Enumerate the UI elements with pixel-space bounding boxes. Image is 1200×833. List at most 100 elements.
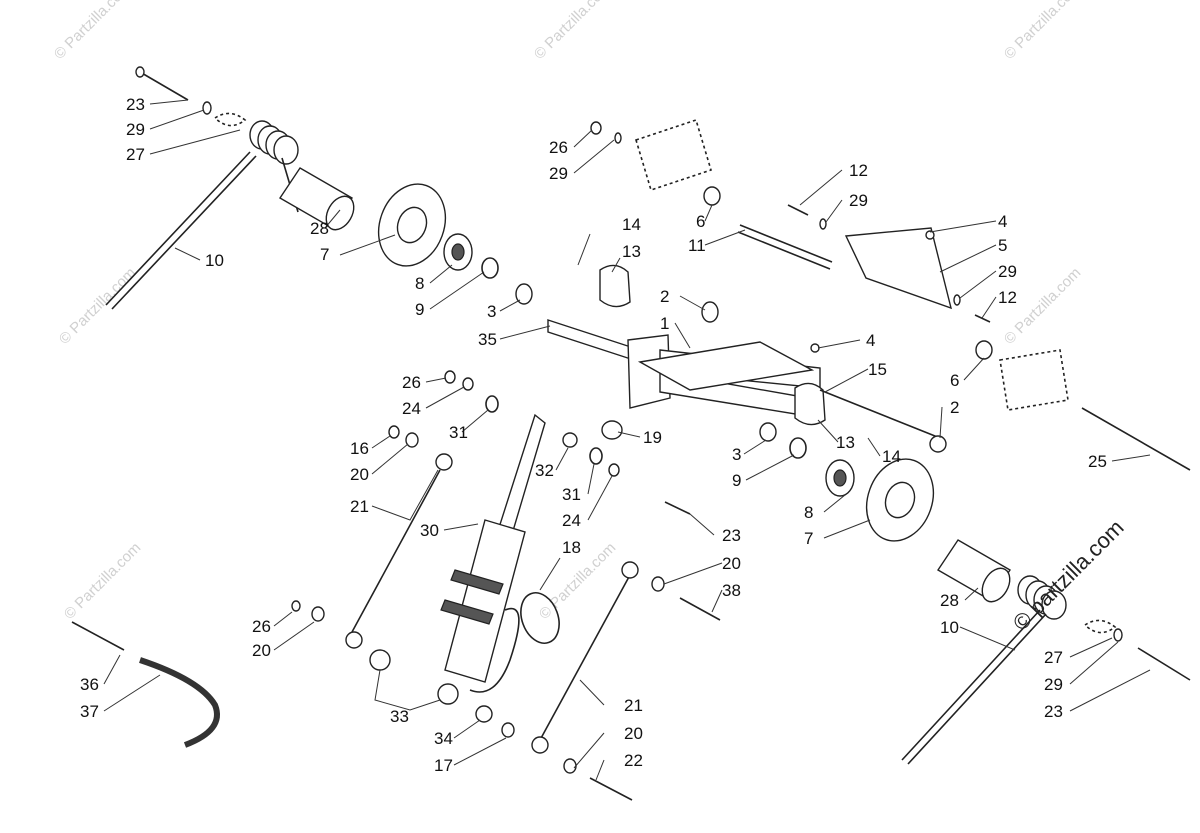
idler-wheel-7-right [865, 458, 935, 542]
hose-37 [139, 657, 220, 748]
callout-label: 6 [696, 212, 705, 231]
callout-label: 34 [434, 729, 453, 748]
shock-band-1 [450, 569, 504, 595]
upper-right-assembly [590, 118, 1191, 471]
callout-label: 23 [126, 95, 145, 114]
callout-label: 31 [449, 423, 468, 442]
shaft-11 [739, 224, 833, 263]
callout-label: 36 [80, 675, 99, 694]
callout-label: 8 [804, 503, 813, 522]
snap-ring-9-right [789, 437, 807, 459]
callout-label: 37 [80, 702, 99, 721]
callout-label: 31 [562, 485, 581, 504]
callout-label: 7 [804, 529, 813, 548]
stopper-13-right [794, 382, 826, 426]
bushing-2-right [929, 435, 947, 453]
shock-band-2 [440, 599, 494, 625]
watermark: © Partzilla.com [51, 0, 134, 63]
bushing-21-right-top [621, 561, 639, 579]
callout-label: 21 [624, 696, 643, 715]
cap-20-left [311, 606, 325, 622]
bolt-23-left [139, 71, 189, 101]
bushing-3-right [759, 422, 777, 442]
link-rod-21-right [539, 574, 631, 741]
shaft-11-edge [737, 231, 831, 270]
washer-29-right [819, 218, 827, 230]
torsion-spring-27-right [1017, 575, 1067, 620]
bolt-23-shock [664, 501, 691, 515]
callout-label: 4 [998, 212, 1007, 231]
callout-label: 38 [722, 581, 741, 600]
cable-36 [71, 621, 125, 651]
bushing-21-bottom [345, 631, 363, 649]
bushing-21-right-bottom [531, 736, 549, 754]
callout-label: 29 [998, 262, 1017, 281]
shaft-35 [547, 319, 641, 363]
callout-label: 13 [836, 433, 855, 452]
callout-label: 8 [415, 274, 424, 293]
callout-label: 26 [252, 617, 271, 636]
bushing-33-right [437, 683, 459, 705]
cap-20-bottom [563, 758, 577, 774]
callout-label: 20 [252, 641, 271, 660]
rail-hidden-top [635, 118, 712, 192]
sleeve-28-left [279, 167, 355, 231]
shock-body-30 [444, 519, 526, 683]
watermark: © Partzilla.com [56, 264, 139, 347]
spacer-hidden-right [1083, 619, 1117, 634]
cap-17 [501, 722, 515, 738]
bushing-2-top [701, 301, 719, 323]
idler-wheel-7-left [377, 183, 447, 267]
bearing-8-left [443, 233, 473, 271]
callout-label: 29 [126, 120, 145, 139]
callout-label: 20 [350, 465, 369, 484]
torsion-spring-27 [249, 120, 299, 213]
callout-label: 14 [622, 215, 641, 234]
shock-assembly [291, 370, 721, 801]
callout-label: 12 [998, 288, 1017, 307]
bolt-head [135, 66, 145, 78]
watermark: © Partzilla.com [1001, 0, 1084, 63]
callout-label: 10 [205, 251, 224, 270]
callout-label: 28 [310, 219, 329, 238]
spacer-31-right [589, 447, 603, 465]
callout-label: 29 [1044, 675, 1063, 694]
callout-label: 9 [732, 471, 741, 490]
callout-label: 18 [562, 538, 581, 557]
callout-label: 16 [350, 439, 369, 458]
washer-24 [462, 377, 474, 391]
callout-label: 32 [535, 461, 554, 480]
callout-label: 11 [688, 236, 706, 255]
callout-label: 20 [722, 554, 741, 573]
brand-watermark: © partzilla.com [1008, 515, 1129, 636]
callout-label: 22 [624, 751, 643, 770]
callout-label: 10 [940, 618, 959, 637]
main-arm-assembly [547, 264, 947, 453]
nut-26-top [590, 121, 602, 135]
callout-label: 19 [643, 428, 662, 447]
spring-arm-10-right-edge [907, 613, 1047, 765]
callout-label: 1 [660, 314, 669, 333]
grease-fitting-4 [810, 343, 820, 353]
callout-label: 4 [866, 331, 875, 350]
spring-arm-10-right [901, 609, 1041, 761]
callout-label: 17 [434, 756, 453, 775]
watermark: © Partzilla.com [531, 0, 614, 63]
bushing-21-top [435, 453, 453, 471]
callout-label: 5 [998, 236, 1007, 255]
callout-label: 6 [950, 371, 959, 390]
callout-label: 2 [660, 287, 669, 306]
callout-label: 28 [940, 591, 959, 610]
bolt-12-right [974, 314, 991, 323]
callout-label: 21 [350, 497, 369, 516]
grease-fitting-26-low [291, 600, 301, 612]
spacer-hidden [213, 112, 247, 127]
washer-24-right [608, 463, 620, 477]
spacer-6-top [703, 186, 721, 206]
bracket-5 [844, 227, 952, 310]
leader-lines [103, 99, 1151, 781]
bolt-25 [1081, 407, 1191, 471]
rail-hidden-right [999, 349, 1069, 411]
watermark: © Partzilla.com [61, 539, 144, 622]
loose-parts [71, 621, 220, 748]
